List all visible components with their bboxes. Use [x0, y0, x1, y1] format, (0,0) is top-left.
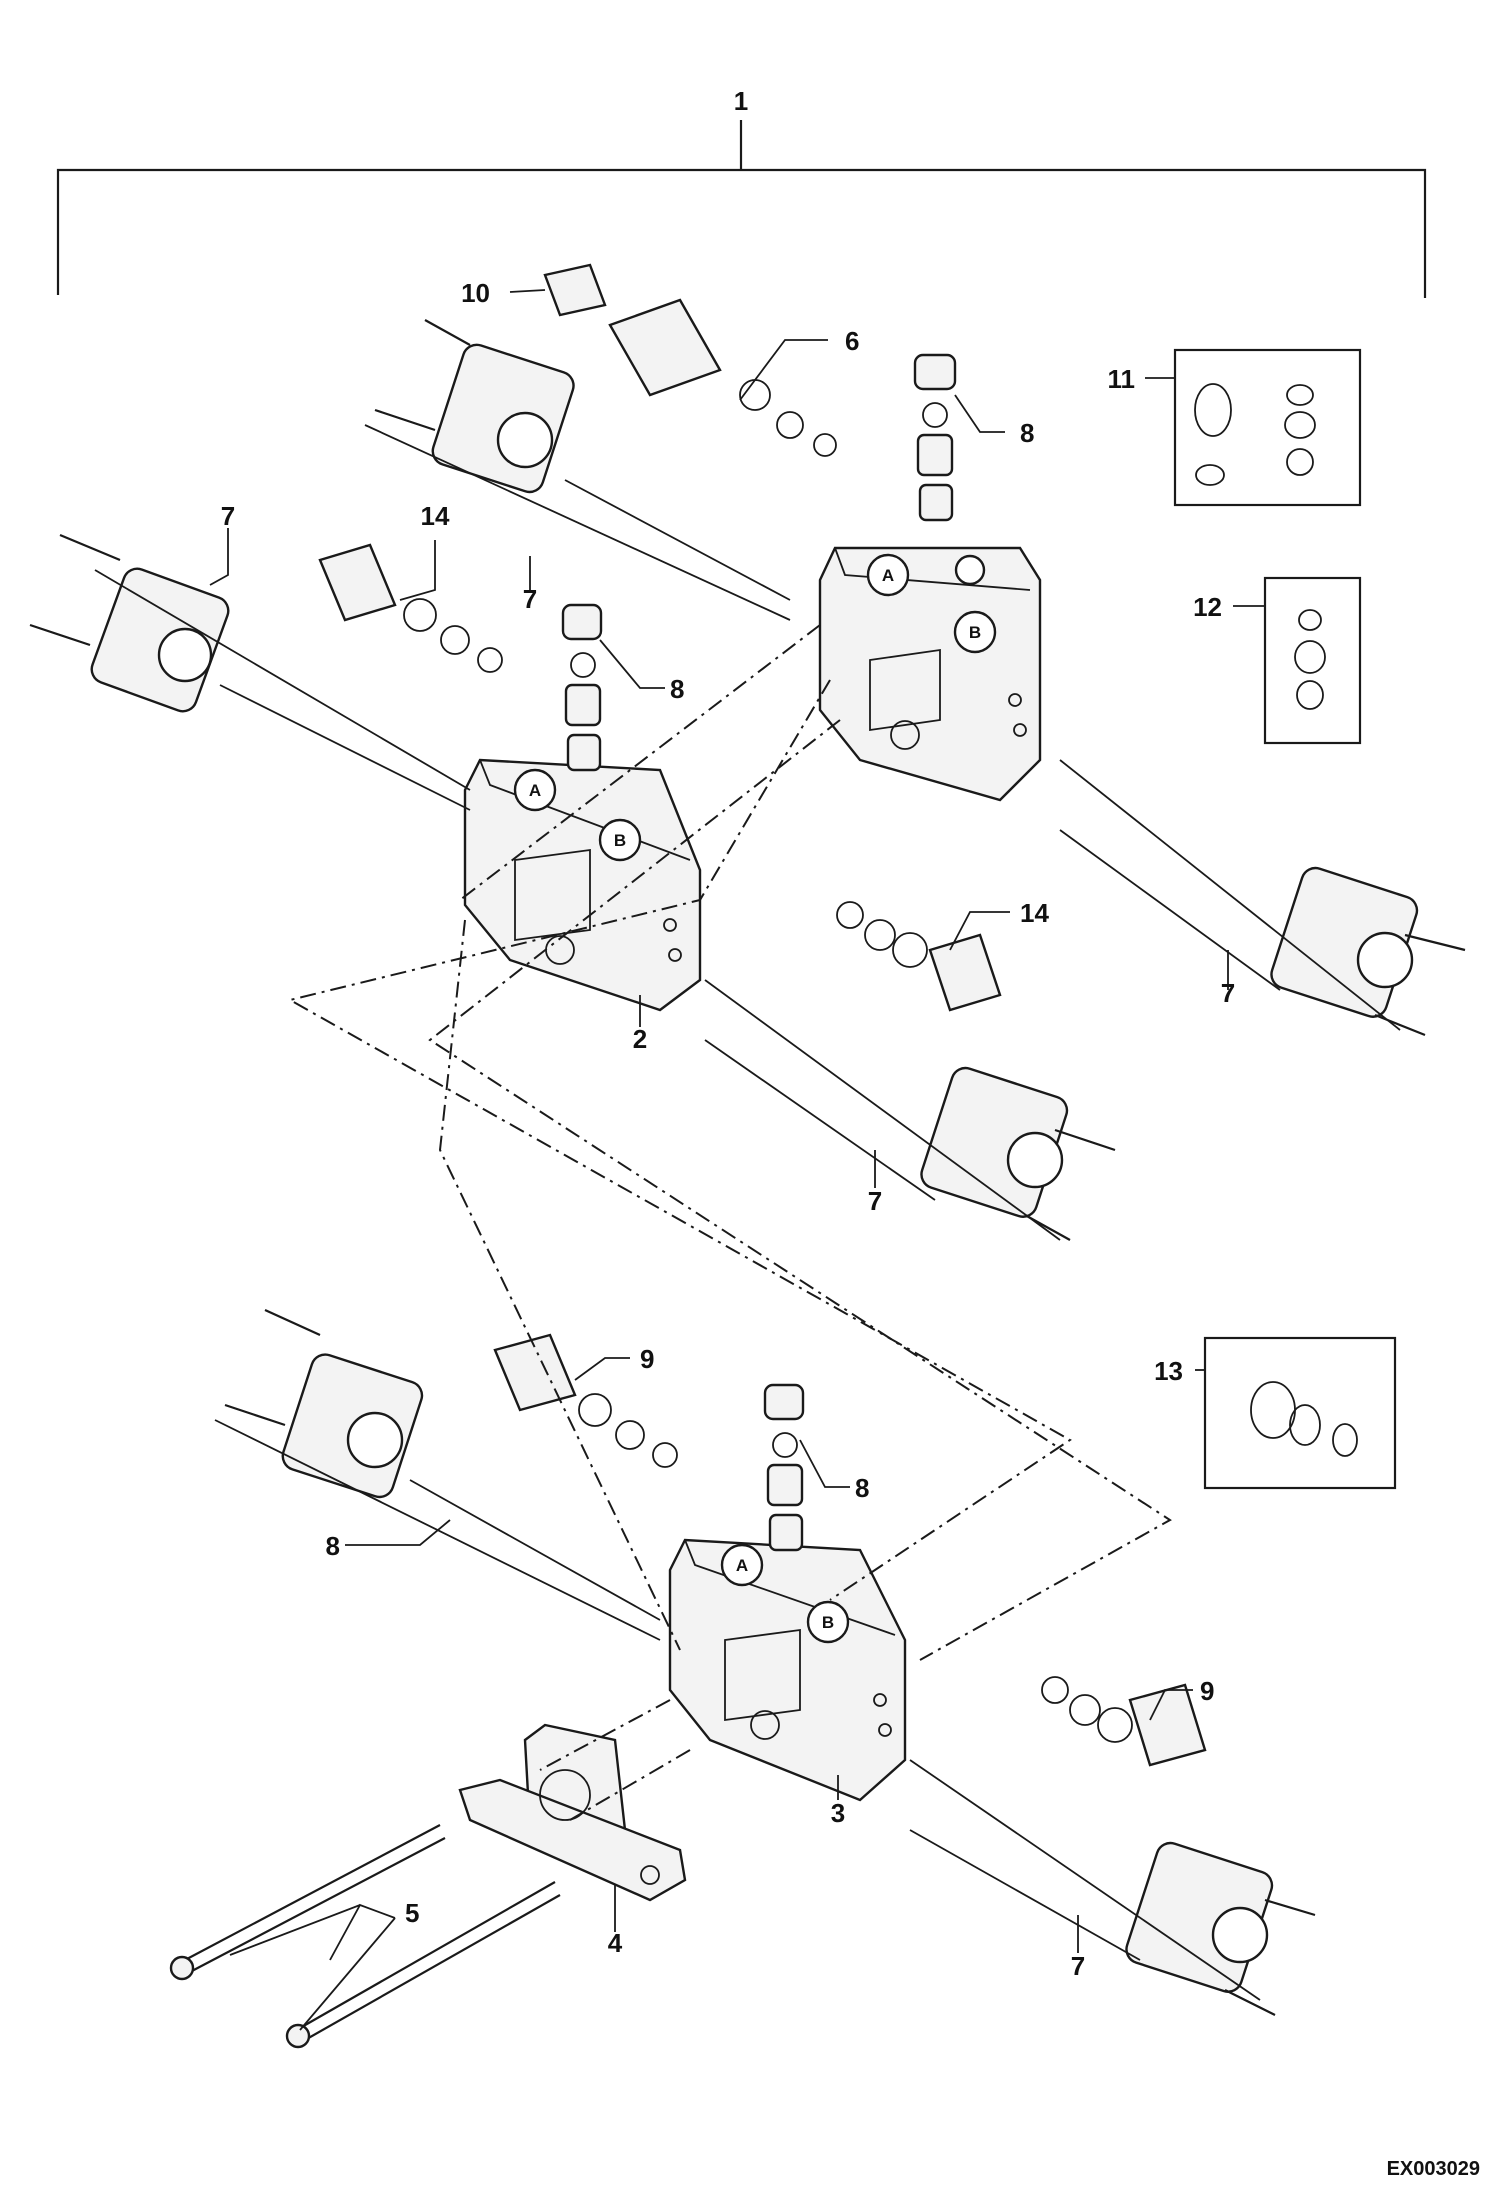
check-valve-8-lower — [763, 1383, 805, 1552]
assembly-bracket — [56, 120, 1427, 298]
callout-7-upper: 7 — [523, 584, 537, 614]
relief-14-upper — [318, 543, 503, 673]
relief-9-lower — [1041, 1676, 1207, 1767]
spool-group-7-upper — [364, 319, 791, 621]
port-b-middle: B — [614, 831, 626, 850]
callout-10: 10 — [461, 278, 490, 308]
callout-8-lower-left: 8 — [326, 1531, 340, 1561]
spool-group-7-left — [29, 533, 471, 811]
phantom-lines — [287, 624, 1172, 1821]
check-valve-8-upper — [913, 353, 957, 522]
port-a-middle: A — [529, 781, 541, 800]
port-labels: A B A B A B — [529, 566, 981, 1632]
valve-section-upper — [818, 546, 1042, 802]
callouts: 1 10 6 8 11 12 7 14 7 8 14 7 2 7 9 13 8 … — [221, 86, 1235, 1981]
callout-7-middle: 7 — [868, 1186, 882, 1216]
callout-4: 4 — [608, 1928, 623, 1958]
relief-14-lower — [836, 901, 1002, 1012]
callout-11: 11 — [1108, 364, 1136, 394]
valve-section-2 — [463, 758, 702, 1012]
cartridge-6 — [608, 298, 837, 457]
valve-section-3 — [668, 1538, 907, 1802]
callout-14-upper: 14 — [421, 501, 450, 531]
spool-group-8-lower-left — [214, 1308, 661, 1641]
check-valve-8-middle — [561, 603, 603, 772]
callout-13: 13 — [1154, 1356, 1183, 1386]
callout-1: 1 — [734, 86, 748, 116]
seal-kit-13 — [1203, 1336, 1397, 1490]
seal-kit-11 — [1173, 348, 1362, 507]
callout-3: 3 — [831, 1798, 845, 1828]
port-b-lower: B — [822, 1613, 834, 1632]
callout-6: 6 — [845, 326, 859, 356]
callout-5: 5 — [405, 1898, 419, 1928]
callout-8-middle: 8 — [670, 674, 684, 704]
spool-group-7-middle — [704, 979, 1116, 1241]
callout-14-lower: 14 — [1020, 898, 1049, 928]
callout-12: 12 — [1193, 592, 1222, 622]
port-b-upper: B — [969, 623, 981, 642]
spool-group-7-lower — [909, 1759, 1316, 2016]
seal-kit-12 — [1263, 576, 1362, 745]
connector-10 — [543, 263, 607, 317]
spool-group-7-right — [1059, 759, 1466, 1037]
callout-9-upper: 9 — [640, 1344, 654, 1374]
tie-rods-5 — [169, 1824, 561, 2049]
callout-7-right: 7 — [1221, 978, 1235, 1008]
callout-8-upper: 8 — [1020, 418, 1034, 448]
callout-7-left: 7 — [221, 501, 235, 531]
port-a-upper: A — [882, 566, 894, 585]
callout-8-lower: 8 — [855, 1473, 869, 1503]
leader-lines — [209, 289, 1265, 2031]
port-a-lower: A — [736, 1556, 748, 1575]
drawing-reference: EX003029 — [1387, 2158, 1480, 2180]
end-plate-4 — [458, 1723, 687, 1902]
callout-2: 2 — [633, 1024, 647, 1054]
callout-9-lower: 9 — [1200, 1676, 1214, 1706]
callout-7-lower: 7 — [1071, 1951, 1085, 1981]
